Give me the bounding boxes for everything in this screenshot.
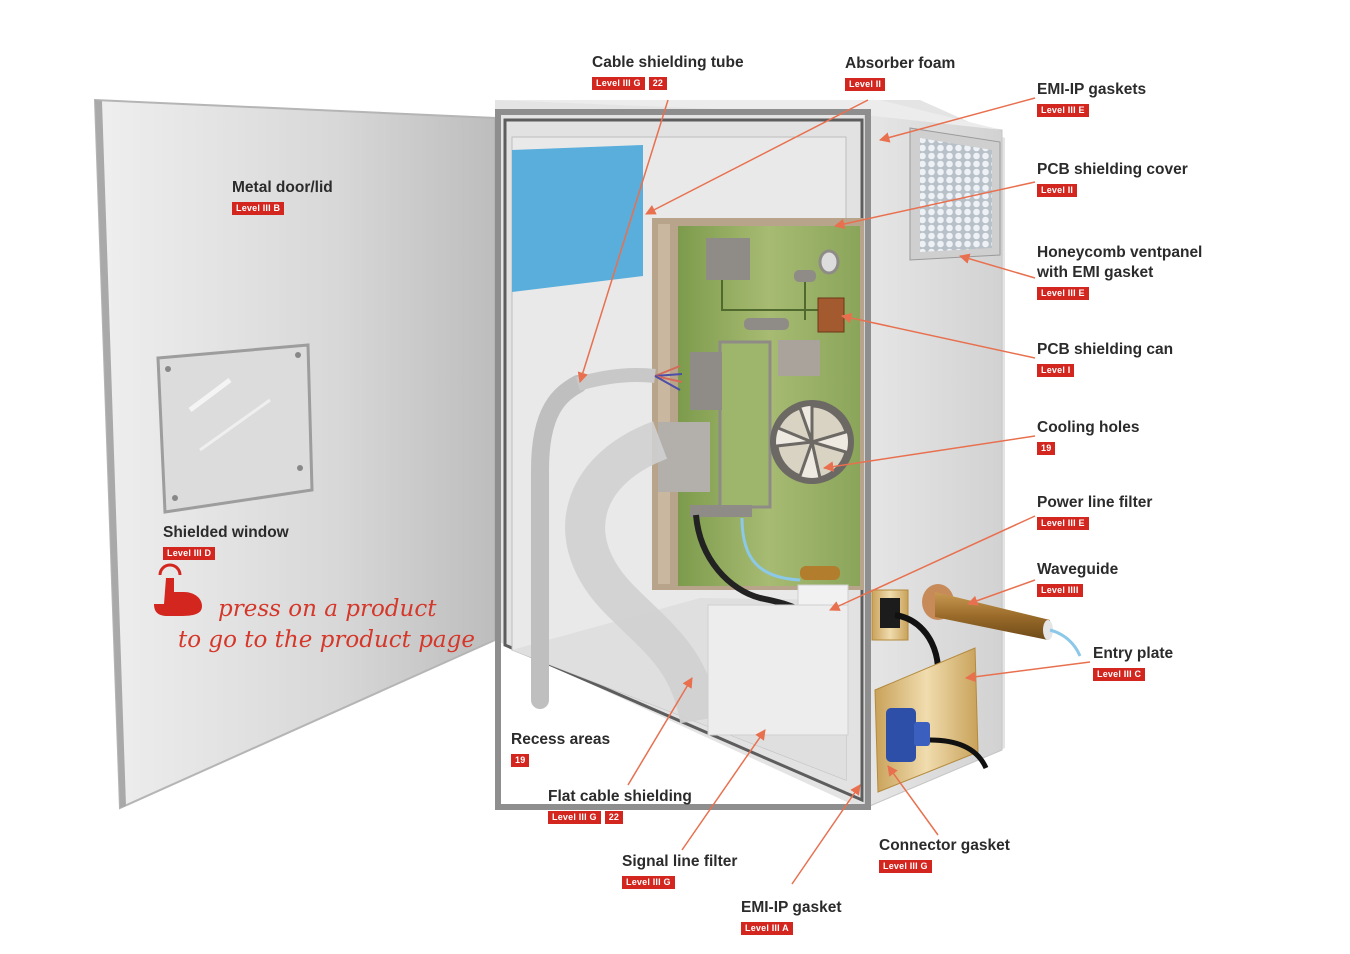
label-pcb-shielding-cover[interactable]: PCB shielding cover Level II <box>1037 160 1188 197</box>
label-pcb-shielding-can[interactable]: PCB shielding can Level I <box>1037 340 1173 377</box>
label-emi-ip-gasket[interactable]: EMI-IP gasket Level III A <box>741 898 842 935</box>
label-shielded-window[interactable]: Shielded window Level III D <box>163 523 289 560</box>
level-badge: Level IIII <box>1037 584 1083 597</box>
level-badge: Level III G <box>548 811 601 824</box>
level-badge: Level III D <box>163 547 216 560</box>
level-badge: Level III G <box>622 876 675 889</box>
label-title: Shielded window <box>163 524 289 541</box>
signal-line-filter-box[interactable] <box>707 604 849 736</box>
label-honeycomb-ventpanel[interactable]: Honeycomb ventpanel with EMI gasket Leve… <box>1037 243 1202 300</box>
label-title: Waveguide <box>1037 561 1119 578</box>
level-badge: Level III E <box>1037 287 1089 300</box>
label-entry-plate[interactable]: Entry plate Level III C <box>1093 644 1173 681</box>
waveguide-tube[interactable] <box>922 584 1082 657</box>
label-title: PCB shielding cover <box>1037 161 1188 178</box>
honeycomb-vent-panel[interactable] <box>909 127 1001 261</box>
label-title: Honeycomb ventpanel <box>1037 244 1203 261</box>
level-badge: Level III A <box>741 922 793 935</box>
label-title: Cooling holes <box>1037 419 1140 436</box>
level-badge: Level III E <box>1037 104 1089 117</box>
label-cooling-holes[interactable]: Cooling holes 19 <box>1037 418 1139 455</box>
level-badge: Level I <box>1037 364 1075 377</box>
leader-lines <box>577 97 1091 885</box>
label-title: Absorber foam <box>845 55 956 72</box>
absorber-foam-block[interactable] <box>512 145 643 292</box>
level-badge: Level III G <box>592 77 645 90</box>
label-power-line-filter[interactable]: Power line filter Level III E <box>1037 493 1152 530</box>
level-badge: Level II <box>1037 184 1078 197</box>
hint-line-2: to go to the product page <box>178 627 475 653</box>
label-title: Power line filter <box>1037 494 1153 511</box>
label-metal-door-lid[interactable]: Metal door/lid Level III B <box>232 178 333 215</box>
label-absorber-foam[interactable]: Absorber foam Level II <box>845 54 955 91</box>
label-title: Cable shielding tube <box>592 54 744 71</box>
number-badge: 19 <box>511 754 530 767</box>
entry-plate-panel[interactable] <box>874 647 989 793</box>
label-title: EMI-IP gaskets <box>1037 81 1147 98</box>
level-badge: Level III B <box>232 202 285 215</box>
pcb-assembly[interactable] <box>652 218 864 590</box>
label-title: EMI-IP gasket <box>741 899 842 916</box>
number-badge: 22 <box>604 811 624 824</box>
label-title: Signal line filter <box>622 853 738 870</box>
label-signal-line-filter[interactable]: Signal line filter Level III G <box>622 852 737 889</box>
flat-ribbon-cable <box>565 421 720 724</box>
label-waveguide[interactable]: Waveguide Level IIII <box>1037 560 1118 597</box>
number-badge: 19 <box>1037 442 1056 455</box>
label-title-line2: with EMI gasket <box>1037 264 1154 281</box>
hint-line-1: press on a product <box>218 596 437 622</box>
shielded-round-cable <box>531 375 587 709</box>
label-title: PCB shielding can <box>1037 341 1174 358</box>
label-emi-ip-gaskets[interactable]: EMI-IP gaskets Level III E <box>1037 80 1146 117</box>
label-title: Metal door/lid <box>232 179 333 196</box>
tap-hand-icon <box>154 563 202 616</box>
level-badge: Level III G <box>879 860 932 873</box>
power-connector[interactable] <box>871 589 942 691</box>
label-title: Entry plate <box>1093 645 1174 662</box>
shielded-window-pane[interactable] <box>156 343 314 514</box>
label-title: Connector gasket <box>879 837 1010 854</box>
label-recess-areas[interactable]: Recess areas 19 <box>511 730 610 767</box>
label-title: Flat cable shielding <box>548 788 692 805</box>
level-badge: Level III C <box>1093 668 1146 681</box>
level-badge: Level II <box>845 78 886 91</box>
number-badge: 22 <box>648 77 668 90</box>
label-connector-gasket[interactable]: Connector gasket Level III G <box>879 836 1010 873</box>
level-badge: Level III E <box>1037 517 1089 530</box>
label-title: Recess areas <box>511 731 611 748</box>
